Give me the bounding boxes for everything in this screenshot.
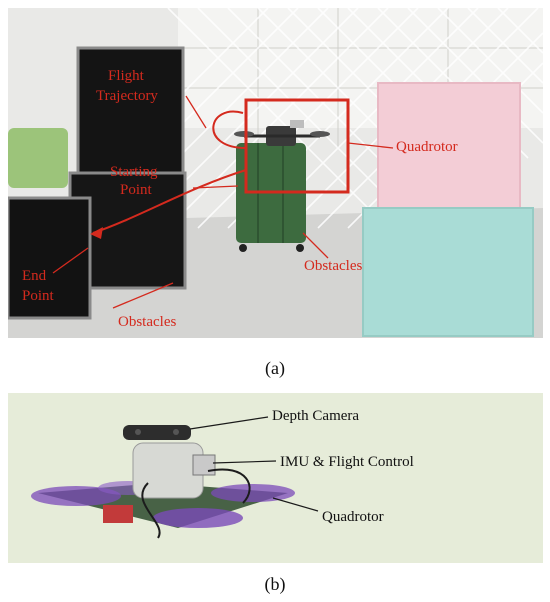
annotations <box>52 95 394 309</box>
label-depth-camera: Depth Camera <box>272 408 359 424</box>
pointer-obstacles-right <box>302 232 329 259</box>
annotation-labels: Flight Trajectory Starting Point End Poi… <box>22 68 458 330</box>
label-imu-flight-control: IMU & Flight Control <box>280 454 414 470</box>
label-quadrotor-b: Quadrotor <box>322 509 384 525</box>
label-end-point-line2: Point <box>22 288 55 304</box>
panel-a-photo: Flight Trajectory Starting Point End Poi… <box>8 8 543 338</box>
panel-b-hardware: Depth Camera IMU & Flight Control Quadro… <box>8 393 543 563</box>
propeller-front-left <box>31 486 121 506</box>
panel-b-background <box>8 393 543 563</box>
obstacle-pink-box <box>377 82 521 224</box>
quadrotor-highlight-box <box>244 98 350 194</box>
pointer-flight-trajectory <box>185 95 207 129</box>
left-green-case <box>8 128 68 188</box>
label-starting-point-line2: Point <box>120 182 153 198</box>
pointer-quadrotor <box>347 142 394 149</box>
depth-camera-unit <box>123 425 191 440</box>
obstacle-cyan-box <box>362 207 534 337</box>
caption-b: (b) <box>264 574 286 594</box>
quadrotor-hardware <box>31 425 295 539</box>
pointer-obstacles-left <box>112 282 174 309</box>
trajectory-arrowhead <box>90 227 103 239</box>
label-end-point-line1: End <box>22 268 47 284</box>
label-flight-trajectory-line1: Flight <box>108 68 145 84</box>
panel-b-scene: Depth Camera IMU & Flight Control Quadro… <box>8 393 543 563</box>
obstacle-box-top <box>76 46 185 175</box>
label-flight-trajectory-line2: Trajectory <box>96 88 158 104</box>
drone-red-part <box>103 505 133 523</box>
propeller-rear-right <box>153 508 243 528</box>
panel-a-scene: Flight Trajectory Starting Point End Poi… <box>8 8 543 338</box>
label-obstacles-left: Obstacles <box>118 314 176 330</box>
trajectory-curve-top <box>212 110 247 149</box>
panel-b-labels: Depth Camera IMU & Flight Control Quadro… <box>272 408 414 525</box>
label-starting-point-line1: Starting <box>110 164 158 180</box>
trajectory-curve-main <box>92 169 247 234</box>
label-quadrotor-a: Quadrotor <box>396 139 458 155</box>
imu-flight-control-board <box>192 454 216 476</box>
pointer-quadrotor-b <box>272 497 319 512</box>
pointer-depth-camera <box>189 416 269 430</box>
pointer-imu <box>212 460 277 464</box>
pointer-end-point <box>52 247 89 274</box>
obstacle-box-left <box>8 196 92 320</box>
label-obstacles-right: Obstacles <box>304 258 362 274</box>
quadrotor-drone <box>234 120 330 146</box>
caption-a: (a) <box>265 358 285 378</box>
pointer-starting-point <box>192 185 239 189</box>
panel-b-pointers <box>189 416 319 512</box>
propeller-front-right <box>211 484 295 502</box>
